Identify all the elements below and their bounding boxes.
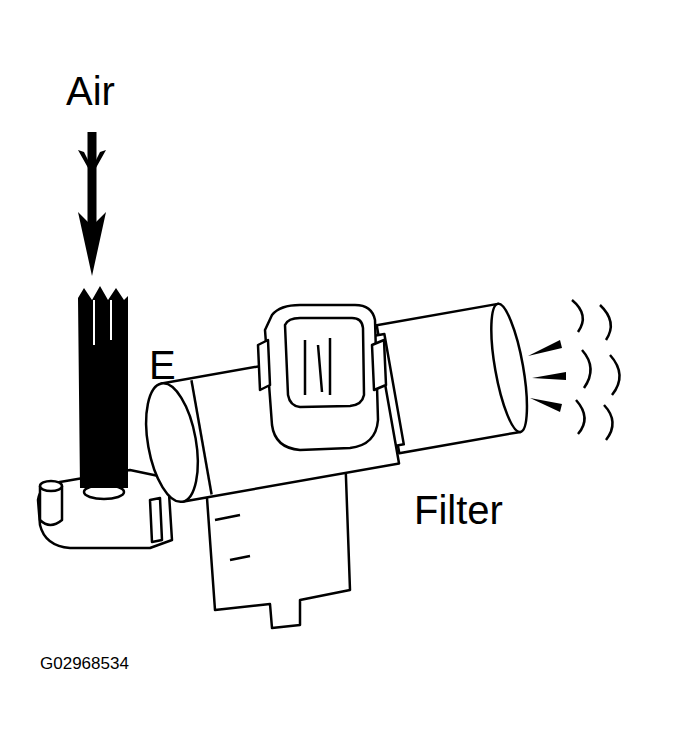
air-arrow-head (78, 212, 106, 276)
flow-label: Air (66, 71, 115, 111)
figure-code: G02968534 (40, 655, 129, 672)
connector-latch (372, 340, 386, 390)
tube-highlight (94, 300, 111, 345)
housing-detail (215, 515, 250, 560)
air-arrow-shaft (88, 132, 97, 230)
part-label: Filter (414, 490, 503, 530)
port-label: E (149, 345, 176, 385)
arrow-fletch (78, 150, 106, 175)
connector-pins (305, 338, 330, 395)
connector-socket (285, 318, 364, 407)
nipple-end (40, 481, 62, 491)
electrical-connector (265, 305, 378, 450)
flange-tab (150, 498, 162, 542)
connector-latch (258, 340, 270, 390)
exhaust-waves (572, 300, 620, 440)
filter-end (484, 301, 534, 434)
air-tube (78, 286, 128, 488)
exhaust-spray (528, 340, 566, 412)
body-seam (191, 380, 211, 494)
